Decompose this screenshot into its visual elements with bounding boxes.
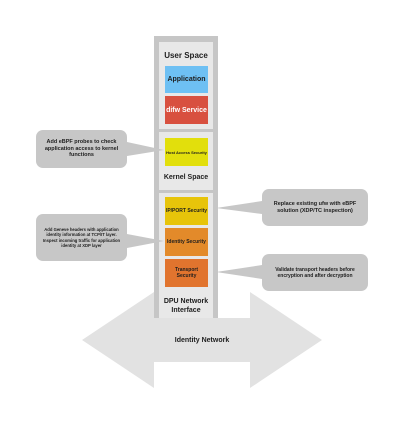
replace-ufw-callout: Replace existing ufw with eBPF solution …: [262, 189, 368, 226]
transport-security-layer: Transport Security: [165, 259, 208, 287]
ip-port-security-layer: IP/PORT Security: [165, 197, 208, 225]
kernel-space-label: Kernel Space: [163, 173, 209, 181]
identity-network-label: Identity Network: [174, 336, 230, 344]
user-space-label: User Space: [164, 50, 208, 60]
ebpf-probes-callout: Add eBPF probes to check application acc…: [36, 130, 127, 168]
dpu-network-interface-label: DPU Network Interface: [163, 297, 209, 314]
validate-transport-callout: Validate transport headers before encryp…: [262, 254, 368, 291]
difw-service-layer: difw Service: [165, 96, 208, 124]
host-access-security-layer: Host Access Security: [165, 138, 208, 166]
validate-pointer: [216, 265, 262, 279]
geneve-pointer: [127, 234, 164, 248]
ebpf-probes-pointer: [127, 142, 164, 156]
replace-ufw-pointer: [216, 201, 262, 214]
identity-security-layer: Identity Security: [165, 228, 208, 256]
geneve-headers-callout: Add Geneve headers with application iden…: [36, 214, 127, 261]
application-layer: Application: [165, 66, 208, 93]
identity-network-arrow: [82, 292, 322, 388]
